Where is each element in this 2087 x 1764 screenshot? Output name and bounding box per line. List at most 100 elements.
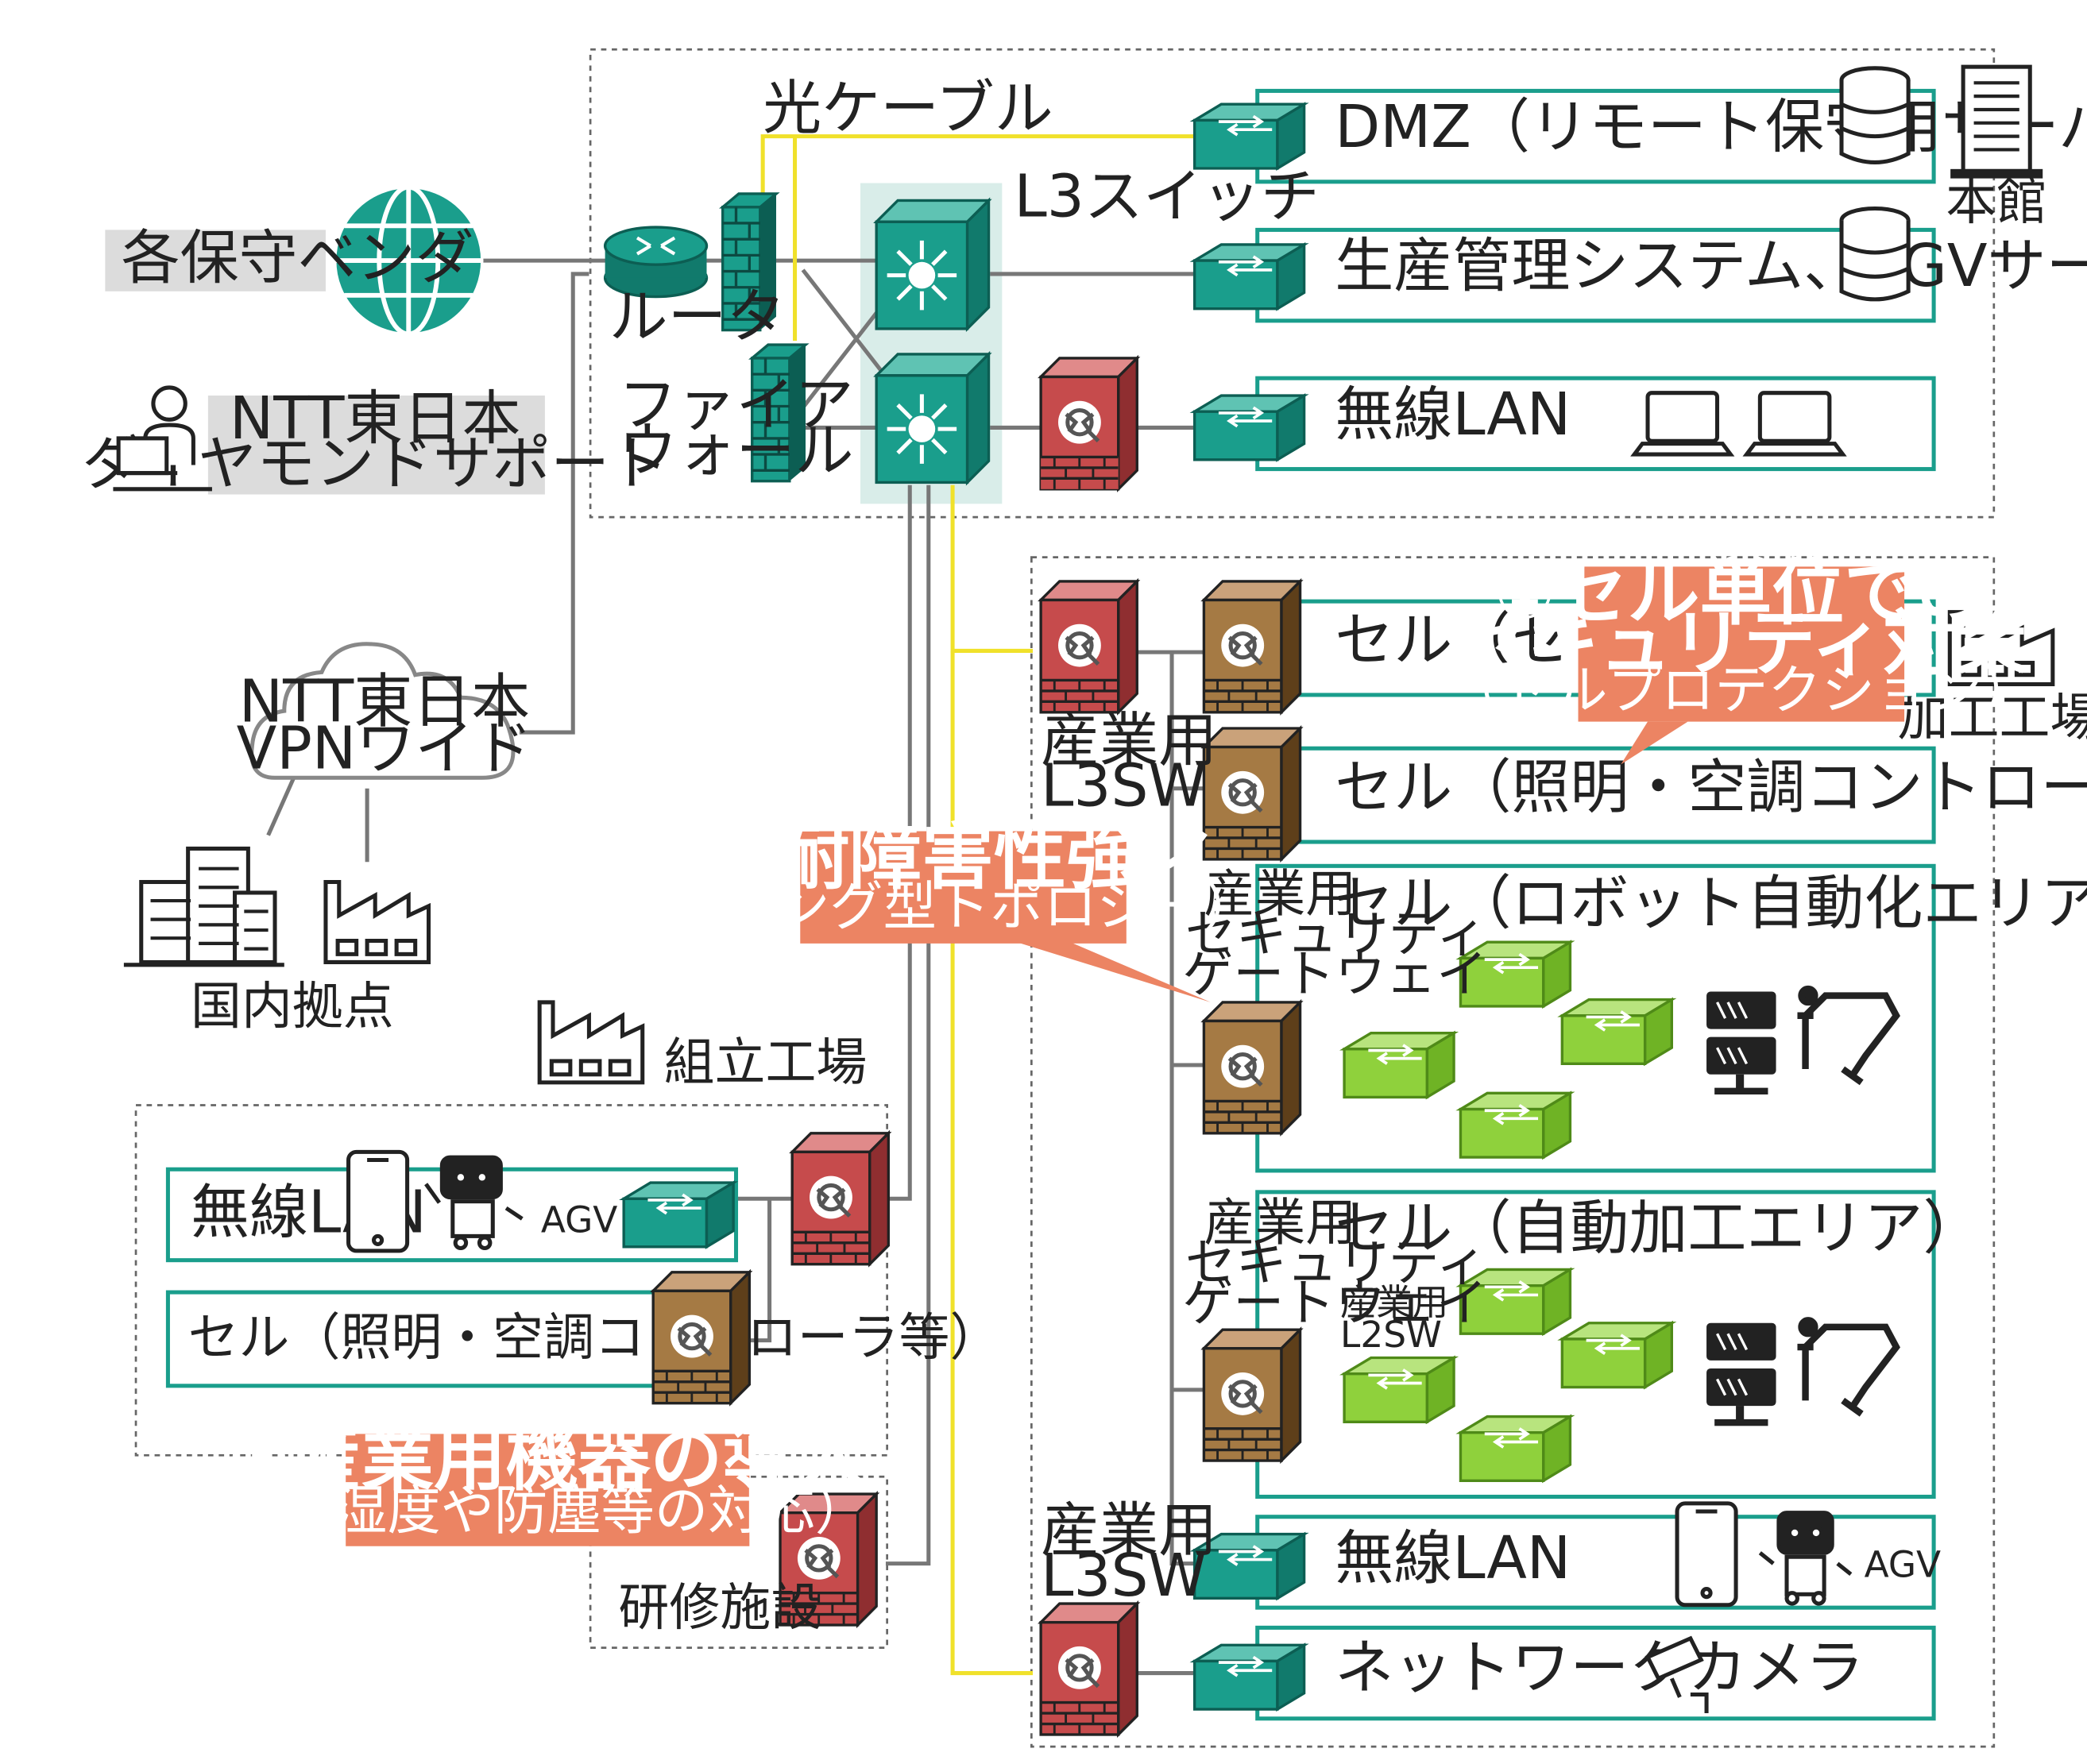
factory-row-cell-light: セル（照明・空調コントローラ等） xyxy=(1255,746,2087,844)
gateway-assembly-cell-icon xyxy=(650,1268,753,1407)
headquarters-frame xyxy=(589,48,1996,519)
switch-camera xyxy=(1189,1642,1309,1712)
l2-switch-auto-top xyxy=(1455,1267,1575,1337)
processing-factory-icon xyxy=(1947,610,2055,687)
production-label: 生産管理システム、AGVサーバ等 xyxy=(1335,232,2087,300)
router-label: ルータ xyxy=(609,283,786,351)
hq-wireless-label: 無線LAN xyxy=(1335,380,1571,449)
gateway-cell-robot-icon xyxy=(1200,998,1304,1137)
assembly-row-cell-light: セル（照明・空調コントローラ等） xyxy=(165,1290,1001,1388)
network-camera-icon xyxy=(1644,1635,1709,1714)
hq-row-production: 生産管理システム、AGVサーバ等 xyxy=(1255,227,2087,323)
ind-gw-robot-label-2: セキュリティ xyxy=(1185,905,1487,964)
l2-switch-auto-left xyxy=(1339,1355,1459,1425)
agv-robot-icon-factory xyxy=(1758,1511,1853,1606)
assembly-l3sw-icon xyxy=(789,1129,892,1268)
l3-switch-bottom-icon xyxy=(873,350,992,486)
factory-l3sw-top-icon xyxy=(1038,577,1141,716)
callout-3-title: ③産業用機器の導入 xyxy=(228,1418,867,1501)
agv-label-assembly: AGV xyxy=(541,1199,618,1241)
factory-row-camera: ネットワークカメラ xyxy=(1255,1625,1936,1721)
firewall-top-icon xyxy=(719,192,780,332)
ind-gw-auto-label-2: セキュリティ xyxy=(1185,1234,1487,1293)
l2-switch-robot-top xyxy=(1455,940,1575,1009)
globe-icon xyxy=(334,184,484,337)
robot-arm-icon-robot xyxy=(1797,985,1900,1086)
callout-1-sub: （セルプロテクション） xyxy=(1447,659,2035,721)
ring-switches-auto xyxy=(1339,1267,1677,1484)
camera-label: ネットワークカメラ xyxy=(1335,1634,1864,1702)
hq-security-gateway-icon xyxy=(1038,354,1141,492)
domestic-factory-icon xyxy=(323,879,431,964)
vpn-label-2: VPNワイド xyxy=(237,714,533,782)
callout-industrial-equipment: ③産業用機器の導入 （温湿度や防塵等の対応） xyxy=(226,1418,868,1546)
assembly-label: 組立工場 xyxy=(664,1034,868,1093)
ind-l3sw-bottom-label-2: L3SW xyxy=(1041,1542,1207,1610)
laptop-icon-2 xyxy=(1742,391,1847,457)
callout-redundancy: ②耐障害性強化 （リング型トポロジー） xyxy=(669,816,1258,1002)
vendors-label: 各保守ベンダ xyxy=(122,224,474,292)
vpn-label-1: NTT東日本 xyxy=(239,668,531,736)
callout-2-sub: （リング型トポロジー） xyxy=(669,875,1257,937)
vpn-cloud-icon xyxy=(249,642,516,780)
firewall-bottom-icon xyxy=(748,343,810,483)
switch-dmz xyxy=(1189,102,1309,171)
cell-auto-label: セル（自動加工エリア） xyxy=(1335,1195,1981,1263)
smartphone-icon-factory xyxy=(1675,1501,1738,1608)
callout-1-title-1: ①セル単位での xyxy=(1494,551,1988,635)
gateway-cell-sensor-icon xyxy=(1200,577,1304,716)
l2-switch-robot-right xyxy=(1557,997,1677,1067)
switch-factory-wireless xyxy=(1189,1531,1309,1601)
ind-l2sw-label-1: 産業用 xyxy=(1340,1282,1448,1324)
callout-cell-protection: ①セル単位での セキュリティ対策 （セルプロテクション） xyxy=(1447,551,2035,765)
fiber-label: 光ケーブル xyxy=(763,75,1053,143)
l2-switch-auto-bottom xyxy=(1455,1414,1575,1484)
cell-light-label: セル（照明・空調コントローラ等） xyxy=(1335,753,2087,821)
router-icon xyxy=(603,226,709,299)
ind-gw-auto-label-3: ゲートウェイ xyxy=(1182,1274,1487,1333)
processing-factory-frame xyxy=(1030,556,1996,1748)
headquarters-building-icon xyxy=(1950,64,2043,179)
callout-1-title-2: セキュリティ対策 xyxy=(1455,602,2027,685)
callout-3-sub: （温湿度や防塵等の対応） xyxy=(226,1480,868,1542)
factory-wireless-label: 無線LAN xyxy=(1335,1524,1571,1592)
firewall-label-1: ファイア xyxy=(618,371,853,439)
factory-l3sw-bottom-icon xyxy=(1038,1600,1141,1739)
agv-robot-icon-assembly xyxy=(424,1155,524,1251)
assembly-cell-light-label: セル（照明・空調コントローラ等） xyxy=(188,1309,1001,1368)
ind-l3sw-bottom-label-1: 産業用 xyxy=(1041,1496,1217,1565)
agv-label-factory: AGV xyxy=(1865,1543,1942,1585)
gateway-cell-auto-icon xyxy=(1200,1326,1304,1465)
ind-gw-robot-label-1: 産業用 xyxy=(1204,866,1356,924)
ntt-support-box xyxy=(207,396,545,495)
callout-2-title: ②耐障害性強化 xyxy=(717,816,1211,900)
fiber-cable-lines xyxy=(760,134,1204,1676)
production-server-icon xyxy=(1839,206,1911,302)
ntt-support-label-1: NTT東日本 xyxy=(230,384,521,453)
dmz-server-icon xyxy=(1839,66,1911,164)
robot-arm-icon-auto xyxy=(1797,1317,1900,1417)
switch-production xyxy=(1189,241,1309,311)
training-l3sw-icon xyxy=(776,1491,880,1629)
training-facility-frame xyxy=(589,1475,888,1649)
domestic-office-building-icon xyxy=(123,846,284,967)
cell-robot-label: セル（ロボット自動化エリア） xyxy=(1335,870,2087,938)
vendors-box xyxy=(105,230,326,291)
ring-switches-robot xyxy=(1339,940,1677,1160)
support-person-icon xyxy=(113,385,212,492)
l2-switch-robot-bottom xyxy=(1455,1090,1575,1160)
headquarters-label: 本館 xyxy=(1946,173,2047,232)
switch-hq-wireless xyxy=(1189,393,1309,462)
processing-label: 加工工場 xyxy=(1898,689,2087,747)
assembly-factory-icon xyxy=(537,1000,645,1085)
laptop-icon-1 xyxy=(1630,391,1735,457)
server-rack-icon-robot xyxy=(1706,991,1776,1095)
ind-l2sw-label-2: L2SW xyxy=(1340,1314,1442,1356)
gateway-cell-light-icon xyxy=(1200,724,1304,863)
ind-gw-auto-label-1: 産業用 xyxy=(1204,1194,1356,1253)
ind-l3sw-top-label-2: L3SW xyxy=(1041,752,1207,820)
l2-switch-auto-right xyxy=(1557,1320,1677,1390)
firewall-label-2: ウォール xyxy=(618,416,853,484)
domestic-label: 国内拠点 xyxy=(191,978,394,1036)
